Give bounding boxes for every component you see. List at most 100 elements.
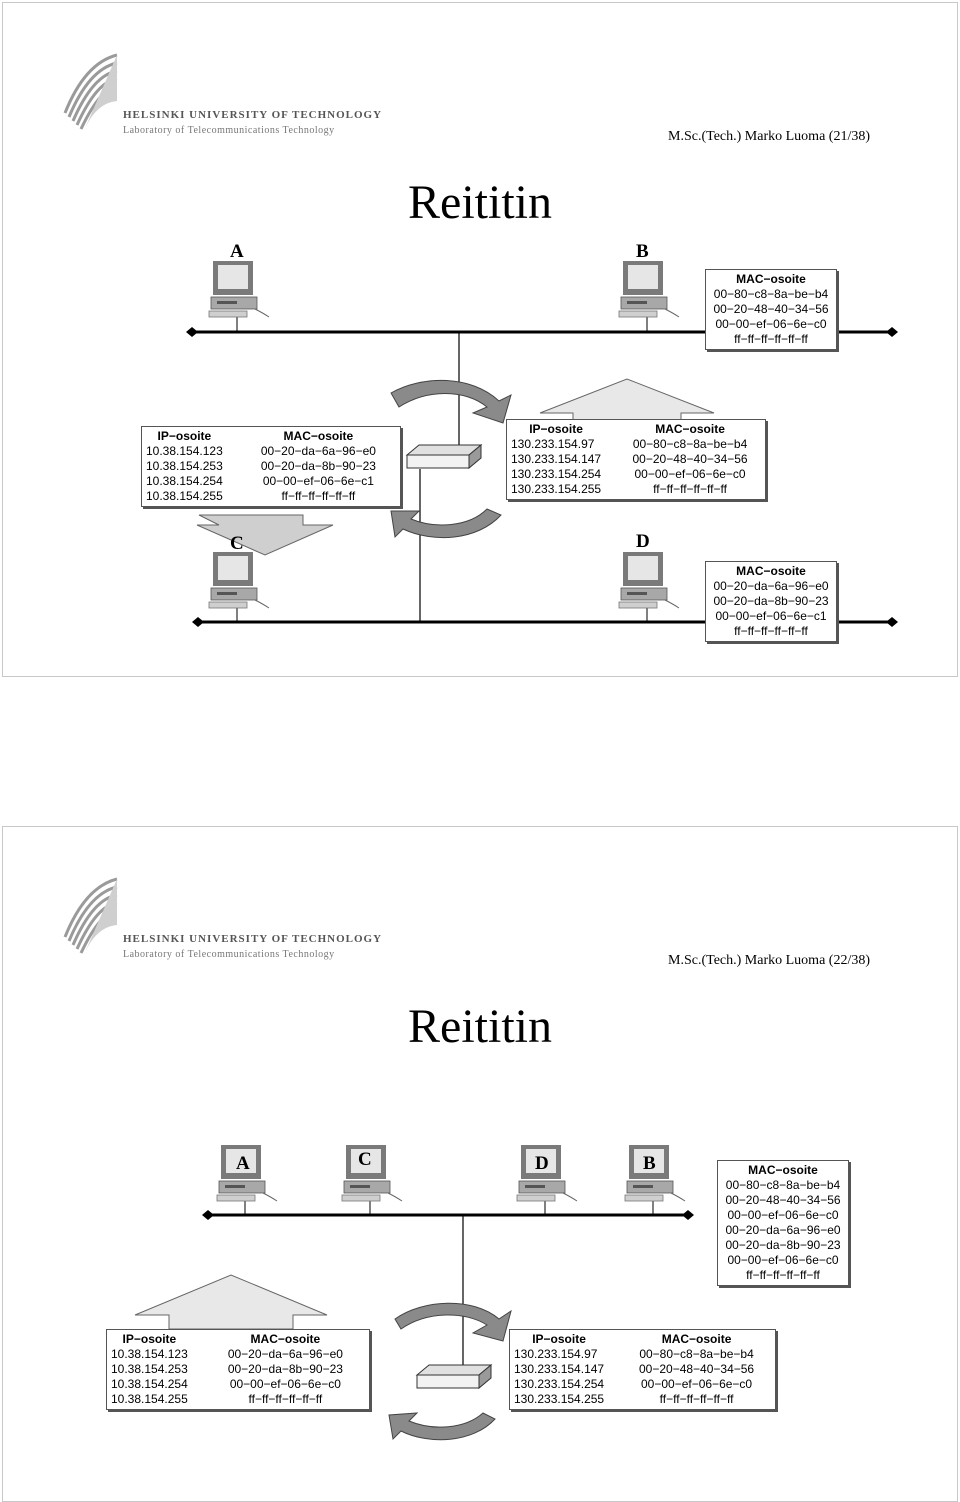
ip-cell: 10.38.154.253: [111, 1362, 188, 1376]
mac-cell: ff−ff−ff−ff−ff−ff: [281, 489, 356, 503]
computer-b-icon: [618, 260, 680, 318]
upward-arrow-icon: [539, 378, 715, 422]
mac-header: MAC−osoite: [736, 272, 806, 286]
computer-c-icon: [341, 1144, 403, 1202]
mac-cell: 00−20−48−40−34−56: [638, 1362, 755, 1376]
node-d-label: D: [535, 1153, 549, 1174]
ip-header: IP−osoite: [532, 1332, 586, 1346]
university-name: HELSINKI UNIVERSITY OF TECHNOLOGY: [123, 109, 383, 121]
mac-cell: ff−ff−ff−ff−ff−ff: [659, 1392, 734, 1406]
mac-row: 00−20−da−8b−90−23: [725, 1238, 841, 1252]
computer-a-icon: [208, 260, 270, 318]
mac-table-bottom: MAC−osoite 00−20−da−6a−96−e0 00−20−da−8b…: [705, 561, 837, 642]
computer-d-icon: [618, 551, 680, 609]
mac-header: MAC−osoite: [283, 429, 354, 443]
mac-row: ff−ff−ff−ff−ff−ff: [734, 624, 808, 638]
ip-cell: 10.38.154.255: [111, 1392, 188, 1406]
downward-arrow-icon: [196, 514, 334, 556]
mac-row: 00−00−ef−06−6e−c0: [727, 1208, 839, 1222]
ip-cell: 10.38.154.253: [146, 459, 223, 473]
ip-cell: 130.233.154.254: [511, 467, 602, 481]
ip-header: IP−osoite: [122, 1332, 177, 1346]
node-b-label: B: [643, 1153, 656, 1174]
router-icon: [415, 1363, 493, 1390]
author-page: M.Sc.(Tech.) Marko Luoma (22/38): [668, 953, 870, 968]
mac-row: ff−ff−ff−ff−ff−ff: [734, 332, 808, 346]
slide-title: Reititin: [408, 176, 552, 229]
ip-cell: 10.38.154.123: [146, 444, 223, 458]
forward-arrow-icon: [394, 1302, 512, 1342]
computer-c-icon: [208, 551, 270, 609]
arp-table-right: IP−osoite 130.233.154.97 130.233.154.147…: [509, 1329, 776, 1410]
mac-header: MAC−osoite: [736, 564, 806, 578]
mac-row: 00−00−ef−06−6e−c1: [715, 609, 827, 623]
ip-cell: 130.233.154.97: [511, 437, 595, 451]
ip-cell: 10.38.154.255: [146, 489, 223, 503]
university-logo: [63, 877, 118, 957]
node-c-label: C: [358, 1149, 372, 1170]
mac-table: MAC−osoite 00−80−c8−8a−be−b4 00−20−48−40…: [717, 1160, 849, 1286]
upward-arrow-icon: [134, 1274, 328, 1330]
node-d-label: D: [636, 531, 650, 552]
mac-header: MAC−osoite: [661, 1332, 732, 1346]
mac-cell: 00−00−ef−06−6e−c1: [262, 474, 374, 488]
ip-cell: 10.38.154.123: [111, 1347, 188, 1361]
mac-cell: 00−20−48−40−34−56: [632, 452, 748, 466]
mac-row: 00−20−da−6a−96−e0: [725, 1223, 841, 1237]
node-a-label: A: [230, 241, 244, 262]
mac-cell: 00−80−c8−8a−be−b4: [639, 1347, 754, 1361]
forward-arrow-icon: [390, 379, 512, 424]
ip-cell: 130.233.154.147: [514, 1362, 605, 1376]
university-logo: [63, 53, 118, 133]
ip-cell: 10.38.154.254: [111, 1377, 188, 1391]
ip-cell: 130.233.154.255: [511, 482, 602, 496]
node-b-label: B: [636, 241, 649, 262]
ip-header: IP−osoite: [529, 422, 583, 436]
router-icon: [405, 443, 483, 470]
mac-row: 00−00−ef−06−6e−c0: [715, 317, 827, 331]
node-a-label: A: [236, 1153, 250, 1174]
laboratory-name: Laboratory of Telecommunications Technol…: [123, 125, 335, 136]
mac-cell: 00−20−da−6a−96−e0: [260, 444, 376, 458]
laboratory-name: Laboratory of Telecommunications Technol…: [123, 949, 335, 960]
arp-table-right: IP−osoite 130.233.154.97 130.233.154.147…: [506, 419, 766, 500]
mac-cell: 00−80−c8−8a−be−b4: [632, 437, 748, 451]
arp-table-left: IP−osoite 10.38.154.123 10.38.154.253 10…: [141, 426, 401, 507]
mac-row: 00−20−da−6a−96−e0: [713, 579, 829, 593]
mac-cell: 00−20−da−8b−90−23: [260, 459, 376, 473]
ip-cell: 130.233.154.255: [514, 1392, 605, 1406]
mac-table-top: MAC−osoite 00−80−c8−8a−be−b4 00−20−48−40…: [705, 269, 837, 350]
mac-row: 00−20−48−40−34−56: [725, 1193, 841, 1207]
slide-21: HELSINKI UNIVERSITY OF TECHNOLOGY Labora…: [2, 2, 958, 677]
return-arrow-icon: [390, 508, 502, 539]
ip-cell: 130.233.154.147: [511, 452, 602, 466]
ip-cell: 130.233.154.254: [514, 1377, 605, 1391]
mac-cell: ff−ff−ff−ff−ff−ff: [248, 1392, 323, 1406]
mac-cell: ff−ff−ff−ff−ff−ff: [653, 482, 727, 496]
mac-cell: 00−20−da−6a−96−e0: [227, 1347, 343, 1361]
slide-22: HELSINKI UNIVERSITY OF TECHNOLOGY Labora…: [2, 826, 958, 1502]
return-arrow-icon: [388, 1412, 496, 1441]
mac-cell: 00−20−da−8b−90−23: [227, 1362, 343, 1376]
mac-row: 00−80−c8−8a−be−b4: [725, 1178, 841, 1192]
ip-cell: 10.38.154.254: [146, 474, 223, 488]
university-name: HELSINKI UNIVERSITY OF TECHNOLOGY: [123, 933, 383, 945]
mac-cell: 00−00−ef−06−6e−c0: [640, 1377, 753, 1391]
mac-row: ff−ff−ff−ff−ff−ff: [746, 1268, 820, 1282]
mac-row: 00−20−48−40−34−56: [713, 302, 829, 316]
ip-header: IP−osoite: [157, 429, 212, 443]
network-diagram: [134, 1144, 694, 1441]
node-c-label: C: [230, 533, 244, 554]
author-page: M.Sc.(Tech.) Marko Luoma (21/38): [668, 129, 870, 144]
mac-row: 00−00−ef−06−6e−c0: [727, 1253, 839, 1267]
mac-cell: 00−00−ef−06−6e−c0: [229, 1377, 341, 1391]
arp-table-left: IP−osoite 10.38.154.123 10.38.154.253 10…: [106, 1329, 370, 1410]
slide-title: Reititin: [408, 1000, 552, 1053]
mac-row: 00−80−c8−8a−be−b4: [713, 287, 829, 301]
mac-header: MAC−osoite: [655, 422, 725, 436]
mac-row: 00−20−da−8b−90−23: [713, 594, 829, 608]
ip-cell: 130.233.154.97: [514, 1347, 598, 1361]
mac-header: MAC−osoite: [748, 1163, 818, 1177]
mac-header: MAC−osoite: [250, 1332, 321, 1346]
mac-cell: 00−00−ef−06−6e−c0: [634, 467, 746, 481]
